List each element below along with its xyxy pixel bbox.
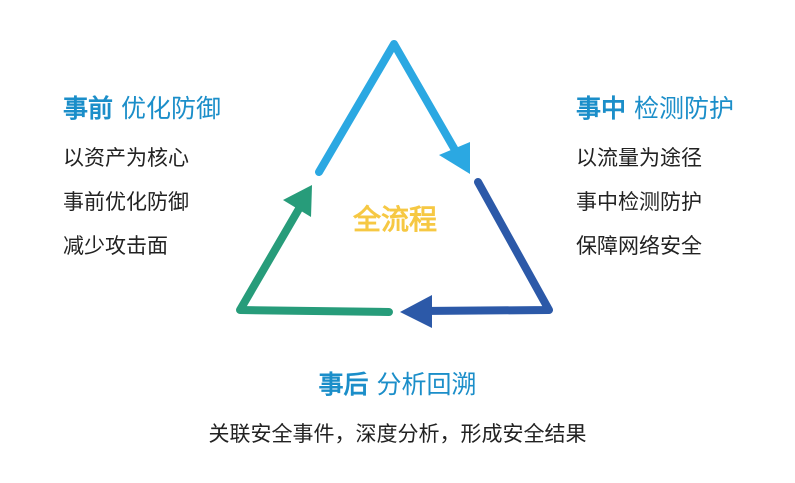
during-line: 事中检测防护 <box>576 190 702 214</box>
during-heading-bold: 事中 <box>576 94 627 123</box>
before-heading: 事前 优化防御 <box>63 94 221 124</box>
after-heading-rest: 分析回溯 <box>376 370 477 399</box>
after-section: 事后 分析回溯 关联安全事件，深度分析，形成安全结果 <box>0 370 795 454</box>
after-heading-bold: 事后 <box>318 370 369 399</box>
arrow-after-to-before <box>236 203 393 316</box>
before-section: 事前 优化防御 以资产为核心 事前优化防御 减少攻击面 <box>63 94 221 268</box>
during-line: 保障网络安全 <box>576 234 702 258</box>
before-heading-bold: 事前 <box>63 94 114 123</box>
during-section: 事中 检测防护 以流量为途径 事中检测防护 保障网络安全 <box>576 94 734 268</box>
after-heading: 事后 分析回溯 <box>0 370 795 400</box>
after-line: 关联安全事件，深度分析，形成安全结果 <box>208 422 587 446</box>
before-line: 以资产为核心 <box>63 146 189 170</box>
arrowhead-green <box>283 185 312 217</box>
before-line: 减少攻击面 <box>63 234 168 258</box>
arrowhead-dark-blue <box>400 295 432 328</box>
before-heading-rest: 优化防御 <box>120 94 221 123</box>
during-heading: 事中 检测防护 <box>576 94 734 124</box>
during-heading-rest: 检测防护 <box>633 94 734 123</box>
arrowhead-light-blue <box>439 142 470 174</box>
arrow-before-to-during <box>315 40 459 176</box>
before-line: 事前优化防御 <box>63 190 189 214</box>
during-line: 以流量为途径 <box>576 146 702 170</box>
arrow-during-to-after <box>416 178 553 315</box>
center-label: 全流程 <box>352 203 437 236</box>
